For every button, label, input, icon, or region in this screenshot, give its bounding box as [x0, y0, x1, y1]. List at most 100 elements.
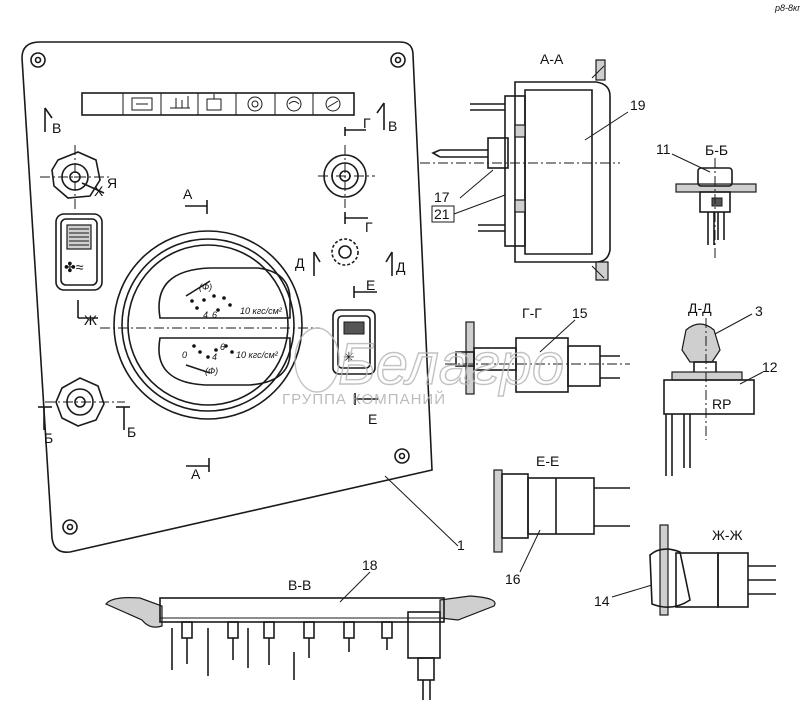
fan-icon: ✤≈ — [64, 259, 84, 275]
watermark-brand: Белагро — [338, 332, 564, 397]
section-aa-title: А-А — [540, 51, 564, 67]
lower-gauge-ticks — [192, 344, 234, 359]
watermark-subtitle: ГРУППА КОМПАНИЙ — [282, 390, 446, 408]
upper-gauge-tick-4: 4 — [203, 310, 208, 320]
section-dd-title: Д-Д — [688, 300, 712, 316]
callout-14: 14 — [594, 593, 610, 609]
lower-gauge-tick-4: 4 — [212, 352, 217, 362]
cut-mark-zh: Ж — [77, 300, 98, 328]
leader-18 — [339, 571, 371, 603]
upper-gauge-scale-text: 10 кгс/см² — [240, 306, 283, 316]
key-switch-hex-lower — [45, 377, 125, 427]
lamp-sockets — [171, 621, 393, 680]
callout-17: 17 — [434, 189, 450, 205]
upper-gauge-ticks — [190, 294, 232, 312]
cut-mark-ya: Х Я — [94, 175, 117, 199]
leader-19 — [584, 111, 629, 141]
lower-gauge-tick-6: 6 — [220, 342, 225, 352]
callout-12: 12 — [762, 359, 778, 375]
lamp-icon-pressure — [286, 96, 302, 112]
lower-gauge-scale-text: 10 кгс/см² — [236, 350, 279, 360]
lower-gauge-tick-0: 0 — [182, 350, 187, 360]
section-vv-view: В-В — [105, 577, 496, 700]
callout-16: 16 — [505, 571, 521, 587]
cut-mark-d-right: Д — [385, 251, 406, 276]
svg-text:Е: Е — [366, 277, 375, 293]
callout-11: 11 — [656, 141, 671, 157]
instrument-panel: ✤≈ ✳ — [21, 41, 433, 554]
section-bb-title: Б-Б — [705, 142, 728, 158]
screw-bottom-right — [394, 448, 410, 464]
push-switch-e: ✳ — [332, 309, 376, 375]
leader-3 — [714, 313, 753, 335]
leader-15 — [539, 319, 576, 353]
lamp-icon-filter — [325, 96, 341, 112]
light-icon: ✳ — [343, 349, 355, 365]
leader-17 — [459, 169, 494, 199]
svg-text:Б: Б — [127, 424, 136, 440]
svg-text:В: В — [388, 118, 397, 134]
callout-15: 15 — [572, 305, 588, 321]
cut-mark-a-bottom: А — [186, 458, 210, 482]
lamp-icon-battery — [131, 97, 153, 111]
cut-mark-b-right: Б — [116, 406, 136, 440]
corner-mark: р8-8кп — [774, 3, 800, 13]
callout-19: 19 — [630, 97, 646, 113]
leader-1 — [384, 475, 459, 547]
callout-18: 18 — [362, 557, 378, 573]
switch-label-rp: RP — [712, 396, 731, 412]
svg-text:А: А — [191, 466, 201, 482]
cut-mark-v-right: В — [376, 102, 397, 134]
section-bb-view: Б-Б — [675, 142, 757, 260]
indicator-lamp-strip — [81, 92, 355, 116]
lower-gauge-indicator-icon: (Ф) — [205, 366, 218, 376]
combined-pressure-gauge: (Ф) 4 6 10 кгс/см² 0 4 6 10 кгс/см² (Ф) — [100, 230, 320, 420]
section-aa-view: А-А — [420, 51, 620, 281]
leader-21 — [453, 194, 506, 215]
section-ee-title: Е-Е — [536, 453, 559, 469]
section-vv-title: В-В — [288, 577, 311, 593]
callout-1: 1 — [457, 537, 465, 553]
lamp-icon-oil-can — [206, 94, 222, 111]
cut-mark-d-left: Д — [295, 251, 321, 276]
svg-text:В: В — [52, 120, 61, 136]
cut-mark-g-bottom: Г — [344, 212, 373, 235]
section-zhzh-title: Ж-Ж — [712, 527, 743, 543]
upper-gauge-tick-6: 6 — [212, 310, 217, 320]
svg-text:А: А — [183, 186, 193, 202]
section-dd-view: Д-Д RP — [663, 300, 755, 476]
section-zhzh-view: Ж-Ж — [649, 524, 776, 616]
cut-mark-v-left: В — [44, 107, 61, 136]
fan-rocker-switch: ✤≈ — [55, 213, 103, 291]
leader-16 — [519, 529, 541, 573]
cut-mark-a-top: А — [183, 186, 208, 214]
svg-text:Х: Х — [94, 183, 104, 199]
upper-gauge-indicator-icon: (Ф) — [199, 282, 212, 292]
cut-mark-g-top: Г — [344, 115, 371, 136]
svg-text:Е: Е — [368, 411, 377, 427]
screw-bottom-left — [62, 519, 78, 535]
svg-text:Г: Г — [365, 219, 373, 235]
svg-text:Ж: Ж — [84, 312, 97, 328]
mark-ya: Я — [107, 175, 117, 191]
lamp-icon-level — [170, 96, 190, 109]
key-switch-hex-upper — [40, 145, 110, 210]
cut-mark-b-left: Б — [38, 406, 53, 446]
rotary-knob-d — [331, 238, 359, 266]
cut-mark-e-top: Е — [353, 277, 377, 298]
screw-top-right — [390, 52, 406, 68]
leader-11 — [671, 153, 711, 173]
lamp-icon-brake — [247, 96, 263, 112]
toggle-switch-g — [318, 145, 375, 208]
leader-14 — [611, 584, 653, 598]
cut-mark-e-bottom: Е — [354, 393, 378, 427]
section-gg-view: Г-Г — [445, 305, 630, 395]
section-ee-view: Е-Е — [493, 453, 630, 553]
screw-top-left — [30, 52, 46, 68]
section-gg-title: Г-Г — [522, 305, 542, 321]
svg-text:Д: Д — [295, 255, 305, 271]
svg-text:Б: Б — [44, 430, 53, 446]
svg-text:Г: Г — [363, 115, 371, 131]
callout-21: 21 — [434, 206, 450, 222]
